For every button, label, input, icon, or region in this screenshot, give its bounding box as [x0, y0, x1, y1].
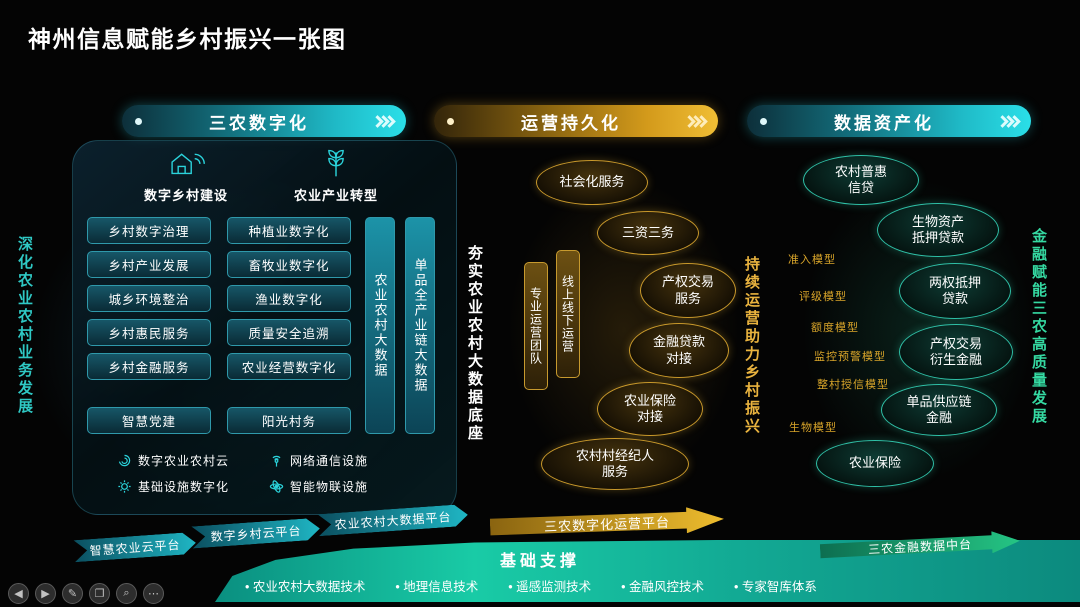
digital-item: 城乡环境整治	[87, 285, 211, 312]
side-label-finance-development: 金融赋能三农高质量发展	[1030, 228, 1047, 426]
asset-oval: 生物资产抵押贷款	[877, 203, 999, 257]
model-label: 整村授信模型	[817, 379, 889, 391]
more-icon[interactable]: ⋯	[143, 583, 164, 604]
infra-item: 基础设施数字化	[117, 478, 229, 495]
group-digital-village-label: 数字乡村建设	[143, 188, 228, 203]
online-offline-bar: 线上线下运营	[556, 250, 580, 378]
operation-oval: 社会化服务	[536, 160, 648, 205]
infra-item: 网络通信设施	[269, 452, 368, 469]
operation-team-bar: 专业运营团队	[524, 262, 548, 390]
foundation-title: 基础支撑	[499, 553, 580, 570]
infra-item-label: 基础设施数字化	[138, 480, 230, 494]
dot-icon	[760, 117, 767, 125]
side-label-operation-revitalization: 持续运营助力乡村振兴	[743, 256, 760, 436]
asset-oval: 农村普惠信贷	[803, 155, 919, 205]
iot-atom-icon	[269, 480, 284, 493]
asset-oval-label: 产权交易衍生金融	[930, 335, 983, 367]
infra-item-label: 数字农业农村云	[138, 454, 230, 468]
foundation-item: 专家智库体系	[734, 576, 817, 595]
zoom-icon[interactable]: ⌕	[116, 583, 137, 604]
infra-item: 智能物联设施	[269, 478, 368, 495]
section-header-asset-label: 数据资产化	[834, 113, 934, 133]
section-header-asset: 数据资产化	[747, 105, 1031, 137]
next-icon[interactable]: ▶	[35, 583, 56, 604]
section-header-digital: 三农数字化	[122, 105, 406, 137]
foundation-item: 金融风控技术	[621, 576, 704, 595]
asset-oval-label: 单品供应链金融	[906, 393, 972, 425]
foundation-item: 地理信息技术	[395, 576, 478, 595]
operation-oval-label: 金融贷款对接	[653, 334, 706, 366]
side-label-business-development: 深化农业农村业务发展	[16, 236, 33, 416]
digital-item: 种植业数字化	[227, 217, 351, 244]
operation-oval-label: 产权交易服务	[662, 274, 715, 306]
operation-oval: 产权交易服务	[640, 263, 736, 318]
section-header-operation-label: 运营持久化	[521, 113, 621, 133]
copy-icon[interactable]: ❐	[89, 583, 110, 604]
asset-oval-label: 农业保险	[848, 455, 901, 471]
operation-oval: 金融贷款对接	[629, 323, 729, 378]
group-industry-transform: 农业产业转型	[271, 147, 401, 204]
operation-oval-label: 农村村经纪人服务	[576, 447, 655, 479]
bigdata-bar: 农业农村大数据	[365, 217, 395, 434]
asset-oval: 两权抵押贷款	[899, 263, 1011, 319]
model-label: 准入模型	[788, 254, 836, 266]
platform-ribbon: 数字乡村云平台	[191, 518, 320, 549]
dot-icon	[135, 117, 142, 125]
side-label-bigdata-base: 夯实农业农村大数据底座	[466, 245, 483, 443]
group-industry-transform-label: 农业产业转型	[293, 188, 378, 203]
gear-icon	[118, 480, 131, 493]
chevrons-icon	[371, 114, 396, 128]
operation-oval-label: 三资三务	[621, 224, 674, 240]
group-digital-village: 数字乡村建设	[121, 147, 251, 204]
page-title: 神州信息赋能乡村振兴一张图	[28, 26, 347, 52]
operation-oval: 农业保险对接	[597, 382, 703, 436]
platform-ribbon: 智慧农业云平台	[73, 532, 196, 562]
operation-oval-label: 农业保险对接	[624, 392, 677, 424]
prev-icon[interactable]: ◀	[8, 583, 29, 604]
foundation-items: 农业农村大数据技术 地理信息技术 遥感监测技术 金融风控技术 专家智库体系	[245, 576, 817, 595]
model-label: 监控预警模型	[814, 351, 886, 363]
digital-item: 渔业数字化	[227, 285, 351, 312]
digital-item: 质量安全追溯	[227, 319, 351, 346]
digital-item: 乡村惠民服务	[87, 319, 211, 346]
operation-oval-label: 社会化服务	[559, 174, 625, 190]
digital-item: 乡村产业发展	[87, 251, 211, 278]
bigdata-bar: 单品全产业链大数据	[405, 217, 435, 434]
infra-item: 数字农业农村云	[117, 452, 229, 469]
foundation-item: 农业农村大数据技术	[245, 576, 366, 595]
model-label: 生物模型	[789, 422, 837, 434]
infra-item-label: 网络通信设施	[290, 454, 369, 468]
section-header-digital-label: 三农数字化	[209, 113, 309, 133]
digital-item: 农业经营数字化	[227, 353, 351, 380]
infra-item-label: 智能物联设施	[290, 480, 369, 494]
digital-panel: 数字乡村建设 农业产业转型 乡村数字治理 乡村产业发展 城乡环境整治 乡村惠民服…	[72, 140, 457, 515]
chevrons-icon	[996, 114, 1021, 128]
cloud-spiral-icon	[118, 454, 131, 467]
digital-item: 乡村金融服务	[87, 353, 211, 380]
dot-icon	[447, 117, 454, 125]
chevrons-icon	[683, 114, 708, 128]
digital-item: 阳光村务	[227, 407, 351, 434]
digital-item: 畜牧业数字化	[227, 251, 351, 278]
asset-oval-label: 两权抵押贷款	[929, 274, 982, 306]
antenna-icon	[272, 455, 281, 467]
digital-item: 智慧党建	[87, 407, 211, 434]
asset-oval: 产权交易衍生金融	[899, 324, 1013, 380]
model-label: 评级模型	[799, 291, 847, 303]
section-header-operation: 运营持久化	[434, 105, 718, 137]
asset-oval: 农业保险	[816, 440, 934, 487]
village-icon	[171, 153, 205, 175]
operation-oval: 农村村经纪人服务	[541, 438, 689, 490]
model-label: 额度模型	[811, 322, 859, 334]
platform-ribbon: 三农数字化运营平台	[490, 506, 725, 540]
operation-oval: 三资三务	[597, 211, 699, 255]
asset-oval: 单品供应链金融	[881, 384, 997, 436]
digital-item: 乡村数字治理	[87, 217, 211, 244]
viewer-toolbar: ◀ ▶ ✎ ❐ ⌕ ⋯	[8, 583, 164, 604]
asset-oval-label: 生物资产抵押贷款	[912, 213, 965, 245]
foundation-item: 遥感监测技术	[508, 576, 591, 595]
asset-oval-label: 农村普惠信贷	[835, 163, 888, 195]
wheat-icon	[328, 149, 344, 177]
edit-icon[interactable]: ✎	[62, 583, 83, 604]
